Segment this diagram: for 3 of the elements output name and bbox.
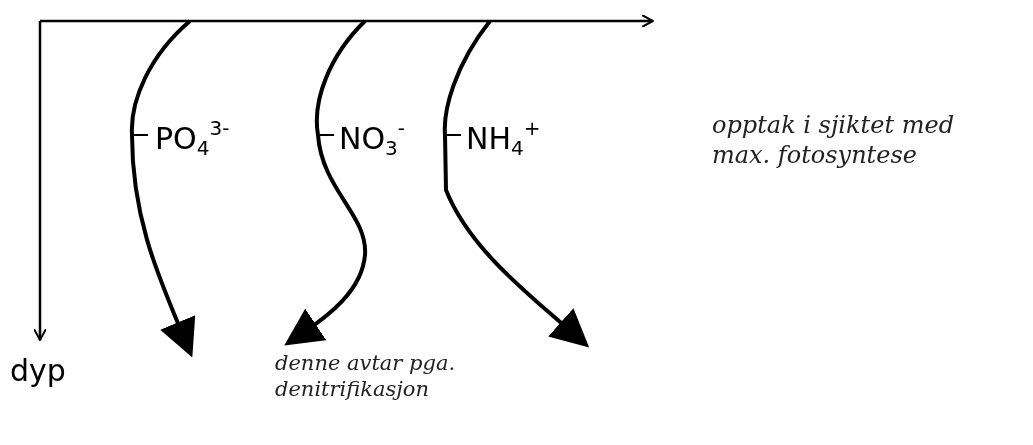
handwritten-note: opptak i sjiktet med max. fotosyntese	[712, 110, 956, 170]
axis-label: dyp	[10, 356, 66, 386]
handwritten-note: denne avtar pga. denitrifikasjon	[275, 350, 457, 403]
